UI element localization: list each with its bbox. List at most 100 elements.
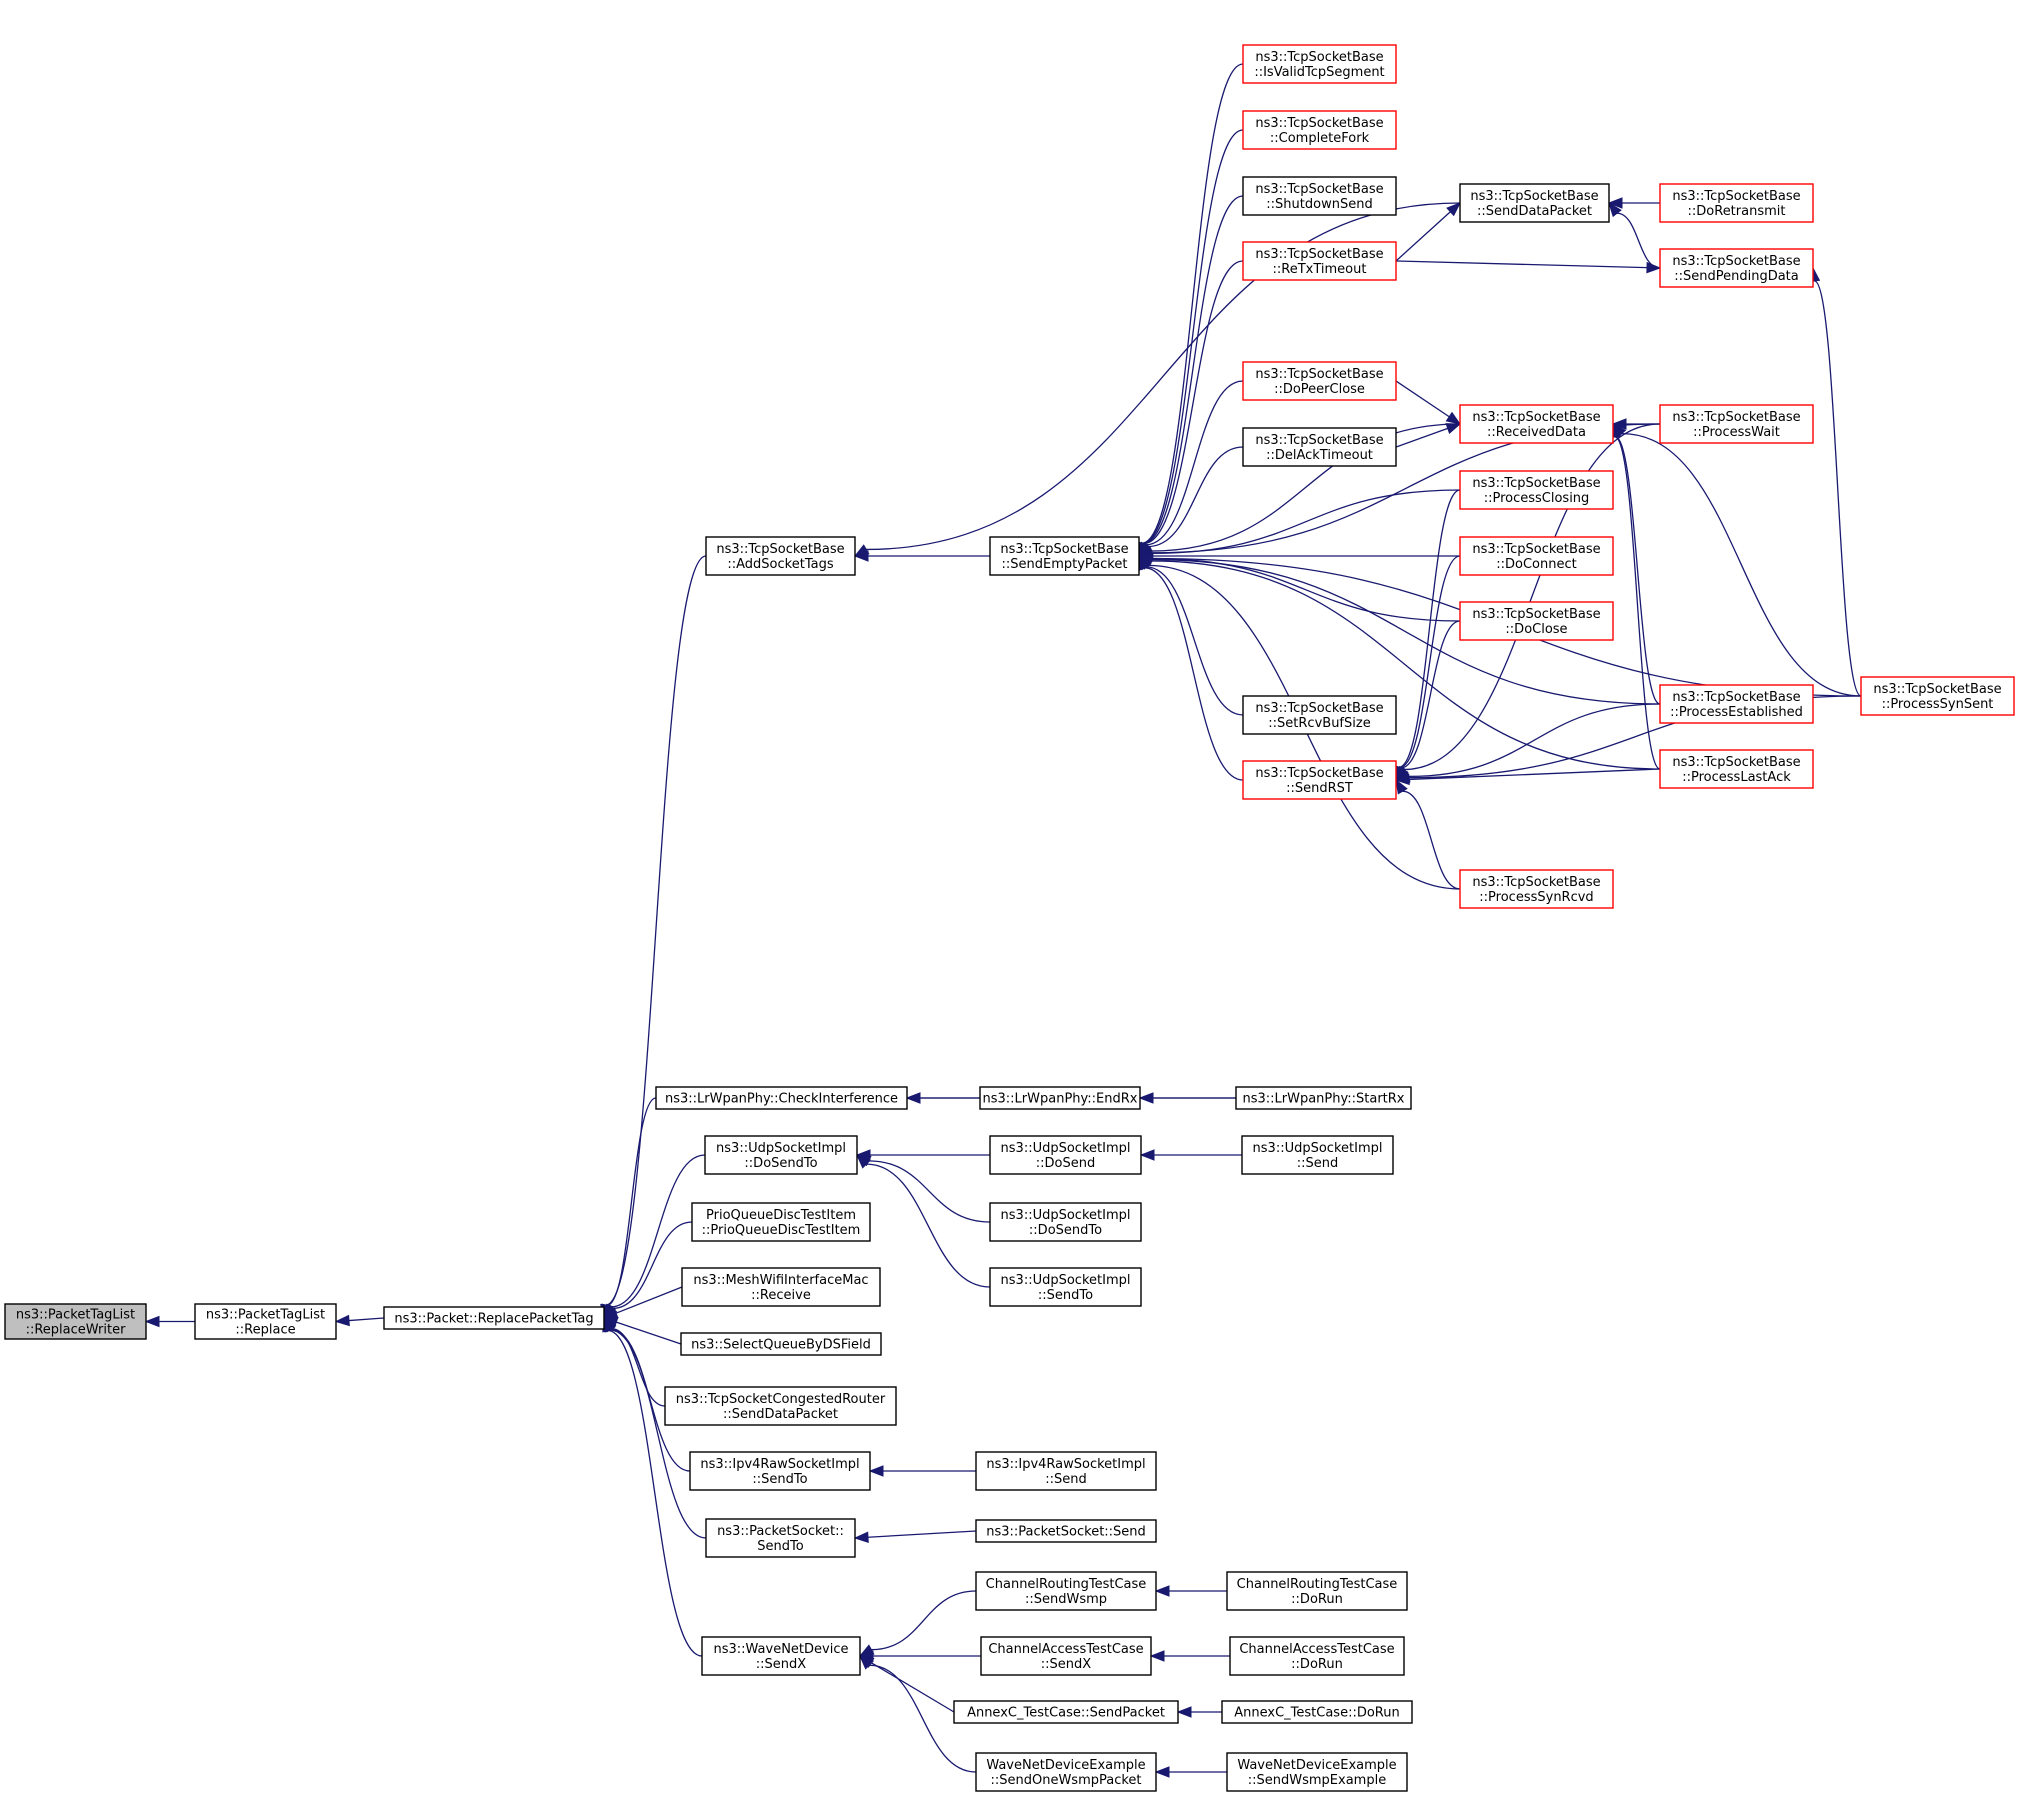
node-label-line: ::DoRetransmit — [1688, 204, 1786, 219]
node-box — [989, 536, 1140, 576]
node-sendrst[interactable]: ns3::TcpSocketBase::SendRST — [1242, 760, 1397, 800]
call-edge-udp_dosend-to-udp_dosendto — [855, 1149, 990, 1161]
node-label-line: ns3::UdpSocketImpl — [716, 1141, 846, 1156]
node-processclosing[interactable]: ns3::TcpSocketBase::ProcessClosing — [1459, 470, 1614, 510]
node-ca_sendx[interactable]: ChannelAccessTestCase::SendX — [980, 1636, 1152, 1676]
node-label-line: ::DelAckTimeout — [1266, 448, 1373, 463]
node-processsynrcvd[interactable]: ns3::TcpSocketBase::ProcessSynRcvd — [1459, 869, 1614, 909]
node-label-line: ns3::LrWpanPhy::CheckInterference — [665, 1092, 898, 1107]
node-box — [1659, 404, 1814, 444]
call-edge-wave_sendx-to-replacepackettag — [602, 1316, 703, 1657]
call-edge-setrcvbufsize-to-sendemptypacket — [1138, 554, 1244, 716]
node-label-line: ::ReplaceWriter — [26, 1323, 127, 1338]
node-delacktimeout[interactable]: ns3::TcpSocketBase::DelAckTimeout — [1242, 427, 1397, 467]
node-label-line: ::ShutdownSend — [1266, 197, 1372, 212]
node-label-line: ns3::TcpSocketBase — [1470, 189, 1598, 204]
node-box — [680, 1332, 882, 1356]
call-edge-annexc_dorun-to-annexc_sendpacket — [1176, 1706, 1222, 1718]
edge-arrowhead — [1446, 202, 1462, 217]
node-label-line: ns3::PacketTagList — [16, 1308, 135, 1323]
node-label-line: ::SendTo — [752, 1472, 807, 1487]
node-processestablished[interactable]: ns3::TcpSocketBase::ProcessEstablished — [1659, 684, 1814, 724]
node-label-line: ns3::TcpSocketBase — [1672, 410, 1800, 425]
edge-line — [1151, 423, 1461, 552]
node-label-line: ns3::LrWpanPhy::StartRx — [1242, 1092, 1404, 1107]
node-meshreceive[interactable]: ns3::MeshWifiInterfaceMac::Receive — [681, 1267, 881, 1307]
node-box — [979, 1086, 1141, 1110]
node-box — [989, 1267, 1142, 1307]
node-senddatapacket[interactable]: ns3::TcpSocketBase::SendDataPacket — [1459, 183, 1610, 223]
node-udp_sendto[interactable]: ns3::UdpSocketImpl::SendTo — [989, 1267, 1142, 1307]
node-cr_sendwsmp[interactable]: ChannelRoutingTestCase::SendWsmp — [975, 1571, 1157, 1611]
node-processwait[interactable]: ns3::TcpSocketBase::ProcessWait — [1659, 404, 1814, 444]
node-box — [1459, 601, 1614, 641]
node-udp_dosendto[interactable]: ns3::UdpSocketImpl::DoSendTo — [704, 1135, 858, 1175]
node-setrcvbufsize[interactable]: ns3::TcpSocketBase::SetRcvBufSize — [1242, 695, 1397, 735]
node-doretransmit[interactable]: ns3::TcpSocketBase::DoRetransmit — [1659, 183, 1814, 223]
node-label-line: ::IsValidTcpSegment — [1254, 65, 1384, 80]
node-box — [1242, 695, 1397, 735]
node-processsynsent[interactable]: ns3::TcpSocketBase::ProcessSynSent — [1860, 676, 2015, 716]
node-ipv4_send[interactable]: ns3::Ipv4RawSocketImpl::Send — [975, 1451, 1157, 1491]
node-wave_sendx[interactable]: ns3::WaveNetDevice::SendX — [701, 1636, 861, 1676]
node-label-line: ::ProcessEstablished — [1670, 705, 1803, 720]
edge-line — [605, 555, 707, 1306]
node-replace[interactable]: ns3::PacketTagList::Replace — [194, 1303, 337, 1340]
node-isvalidtcpsegment[interactable]: ns3::TcpSocketBase::IsValidTcpSegment — [1242, 44, 1397, 84]
node-ipv4_sendto[interactable]: ns3::Ipv4RawSocketImpl::SendTo — [689, 1451, 871, 1491]
node-wave_sendexample[interactable]: WaveNetDeviceExample::SendWsmpExample — [1226, 1752, 1408, 1792]
node-completefork[interactable]: ns3::TcpSocketBase::CompleteFork — [1242, 110, 1397, 150]
call-edge-ca_sendx-to-wave_sendx — [858, 1650, 981, 1662]
node-label-line: ::Replace — [235, 1323, 295, 1338]
node-selectqueue[interactable]: ns3::SelectQueueByDSField — [680, 1332, 882, 1356]
node-sendemptypacket[interactable]: ns3::TcpSocketBase::SendEmptyPacket — [989, 536, 1140, 576]
node-label-line: ns3::UdpSocketImpl — [1001, 1273, 1131, 1288]
node-processlastack[interactable]: ns3::TcpSocketBase::ProcessLastAck — [1659, 749, 1814, 789]
node-ca_dorun[interactable]: ChannelAccessTestCase::DoRun — [1229, 1636, 1405, 1676]
node-startrx[interactable]: ns3::LrWpanPhy::StartRx — [1235, 1086, 1412, 1110]
call-edge-congestedrouter-to-replacepackettag — [603, 1316, 666, 1407]
node-box — [1459, 404, 1614, 444]
node-udp_send[interactable]: ns3::UdpSocketImpl::Send — [1241, 1135, 1394, 1175]
edge-arrowhead — [868, 1465, 884, 1477]
node-label-line: ::SendEmptyPacket — [1002, 557, 1128, 572]
node-dopeerclose[interactable]: ns3::TcpSocketBase::DoPeerClose — [1242, 361, 1397, 401]
node-endrx[interactable]: ns3::LrWpanPhy::EndRx — [979, 1086, 1141, 1110]
node-checkinterference[interactable]: ns3::LrWpanPhy::CheckInterference — [655, 1086, 908, 1110]
call-edge-checkinterference-to-replacepackettag — [601, 1097, 657, 1320]
node-replacepackettag[interactable]: ns3::Packet::ReplacePacketTag — [383, 1306, 605, 1330]
node-label-line: ::DoSend — [1036, 1156, 1095, 1171]
node-box — [194, 1303, 337, 1340]
edge-line — [867, 1530, 977, 1538]
node-prioqueue[interactable]: PrioQueueDiscTestItem::PrioQueueDiscTest… — [691, 1202, 871, 1242]
node-doclose[interactable]: ns3::TcpSocketBase::DoClose — [1459, 601, 1614, 641]
node-wave_sendone[interactable]: WaveNetDeviceExample::SendOneWsmpPacket — [975, 1752, 1157, 1792]
edge-line — [607, 1329, 703, 1657]
node-replacewriter[interactable]: ns3::PacketTagList::ReplaceWriter — [4, 1303, 147, 1340]
node-annexc_dorun[interactable]: AnnexC_TestCase::DoRun — [1221, 1700, 1413, 1724]
call-edge-udp_sendto-to-udp_dosendto — [856, 1154, 991, 1288]
node-cr_dorun[interactable]: ChannelRoutingTestCase::DoRun — [1226, 1571, 1408, 1611]
node-addsockettags[interactable]: ns3::TcpSocketBase::AddSocketTags — [705, 536, 856, 576]
edge-arrowhead — [856, 1154, 871, 1169]
node-ps_sendto[interactable]: ns3::PacketSocket::SendTo — [705, 1518, 856, 1558]
node-box — [4, 1303, 147, 1340]
node-label-line: ::DoRun — [1291, 1592, 1343, 1607]
node-sendpendingdata[interactable]: ns3::TcpSocketBase::SendPendingData — [1659, 248, 1814, 288]
node-ps_send[interactable]: ns3::PacketSocket::Send — [975, 1519, 1157, 1543]
node-label-line: ns3::SelectQueueByDSField — [691, 1338, 871, 1353]
node-shutdownsend[interactable]: ns3::TcpSocketBase::ShutdownSend — [1242, 176, 1397, 216]
node-label-line: ::ReceivedData — [1487, 425, 1586, 440]
call-edge-wave_sendone-to-wave_sendx — [859, 1655, 977, 1773]
call-edge-retxtimeout-to-sendpendingdata — [1395, 260, 1662, 274]
node-annexc_sendpacket[interactable]: AnnexC_TestCase::SendPacket — [953, 1700, 1179, 1724]
node-label-line: AnnexC_TestCase::SendPacket — [967, 1706, 1165, 1721]
node-retxtimeout[interactable]: ns3::TcpSocketBase::ReTxTimeout — [1242, 241, 1397, 281]
node-box — [1659, 749, 1814, 789]
node-udp_dosendto2[interactable]: ns3::UdpSocketImpl::DoSendTo — [989, 1202, 1142, 1242]
node-receiveddata[interactable]: ns3::TcpSocketBase::ReceivedData — [1459, 404, 1614, 444]
node-doconnect[interactable]: ns3::TcpSocketBase::DoConnect — [1459, 536, 1614, 576]
node-udp_dosend[interactable]: ns3::UdpSocketImpl::DoSend — [989, 1135, 1142, 1175]
node-congestedrouter[interactable]: ns3::TcpSocketCongestedRouter::SendDataP… — [664, 1386, 897, 1426]
node-box — [1659, 684, 1814, 724]
